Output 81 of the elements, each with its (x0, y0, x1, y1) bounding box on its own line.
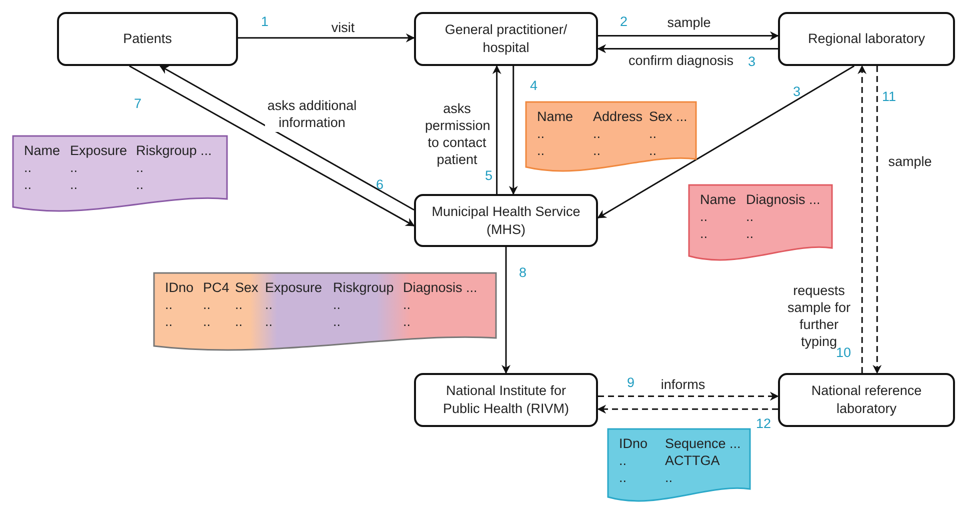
table-cell-text: .. (165, 314, 174, 329)
arrow (598, 31, 779, 40)
table-cell-text: .. (265, 297, 274, 312)
table-cell-text: .. (24, 177, 33, 192)
step-number: 7 (134, 96, 142, 111)
step-number: 11 (882, 89, 896, 104)
table-cell-text: Sex (235, 280, 260, 295)
table-cell-text: .. (619, 470, 628, 485)
table-cell-text: .. (203, 297, 212, 312)
table-cell-text: .. (235, 314, 244, 329)
table-cell: Riskgroup ... (136, 143, 212, 158)
table-cell-text: .. (403, 297, 412, 312)
table-cell-text: Exposure (70, 143, 128, 158)
table-cell-text: IDno (165, 280, 195, 295)
table-cell-text: .. (70, 177, 79, 192)
table-cell-text: .. (619, 453, 628, 468)
table-cell-text: Exposure (265, 280, 324, 295)
step-number: 9 (627, 375, 635, 390)
table-cell-text: .. (333, 314, 342, 329)
table-cell-text: .. (700, 209, 709, 224)
arrow (492, 65, 502, 194)
table-cell-text: Name (24, 143, 62, 158)
table-cell-text: .. (665, 470, 674, 485)
table-cell-text: .. (537, 143, 546, 158)
process-box: Patients (57, 12, 238, 66)
table-cell: Diagnosis ... (403, 280, 478, 295)
step-number: 3 (748, 54, 756, 69)
table-cell-text: .. (746, 209, 755, 224)
table-cell-text: .. (593, 143, 602, 158)
table-cell-text: .. (203, 314, 212, 329)
table-cell-text: .. (24, 160, 33, 175)
arrow (502, 247, 510, 374)
arrow (238, 33, 415, 42)
step-number: 6 (376, 177, 384, 192)
table-cell-text: .. (136, 160, 145, 175)
table-cell-text: .. (235, 297, 244, 312)
process-box: General practitioner/ hospital (414, 12, 598, 66)
table-cell-text: .. (165, 297, 174, 312)
arrow (597, 44, 778, 54)
step-number: 8 (519, 265, 527, 280)
arrow (508, 66, 518, 195)
step-number: 3 (793, 84, 801, 99)
table-cell-text: .. (649, 143, 658, 158)
step-number: 4 (530, 78, 538, 93)
table-cell-text: .. (537, 126, 546, 141)
step-number: 12 (756, 416, 772, 431)
edge-label: asks additional information (265, 98, 359, 132)
arrow (872, 66, 882, 374)
arrow (597, 404, 778, 414)
table-cell-text: Name (537, 109, 574, 124)
table-cell-text: Name (700, 192, 738, 207)
table-cell-text: .. (136, 177, 145, 192)
step-number: 2 (620, 14, 628, 29)
table-cell-text: .. (700, 226, 709, 241)
table-cell-text: .. (265, 314, 274, 329)
arrow (159, 65, 414, 211)
table-cell-text: PC4 (203, 280, 230, 295)
table-cell-text: Riskgroup (333, 280, 395, 295)
table-cell-text: ACTTGA (665, 453, 721, 468)
table-cell-text: .. (746, 226, 755, 241)
step-number: 5 (485, 168, 493, 183)
process-box: National Institute for Public Health (RIVM) (414, 373, 598, 427)
table-cell-text: IDno (619, 436, 649, 451)
table-cell: Sex ... (649, 109, 688, 124)
table-cell-text: .. (649, 126, 658, 141)
arrow (597, 65, 854, 218)
table-cell: Sequence ... (665, 436, 741, 451)
arrow (598, 392, 779, 401)
process-box: National reference laboratory (778, 373, 955, 427)
table-cell-text: .. (70, 160, 79, 175)
table-cell: Diagnosis ... (746, 192, 820, 207)
table-cell-text: .. (333, 297, 342, 312)
table-cell-text: .. (593, 126, 602, 141)
table-cell-text: Address (593, 109, 644, 124)
arrow (858, 65, 867, 373)
table-cell-text: .. (403, 314, 412, 329)
arrow (129, 65, 415, 226)
step-number: 1 (261, 14, 269, 29)
edge-label: asks permission to contact patient (424, 101, 490, 168)
process-box: Regional laboratory (778, 12, 955, 66)
process-box: Municipal Health Service (MHS) (414, 194, 598, 247)
